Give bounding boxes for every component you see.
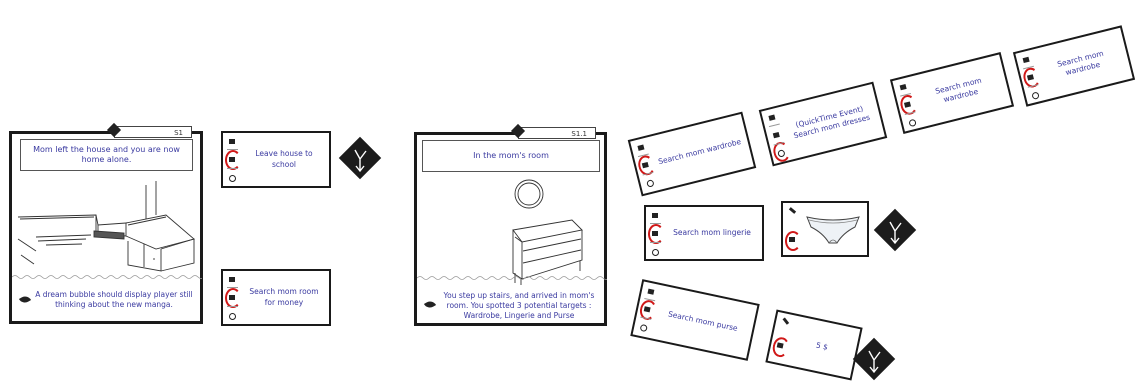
choice-label: Search mom lingerie (668, 207, 756, 259)
choice-search-wardrobe-3[interactable]: Search mom wardrobe (1013, 25, 1135, 106)
card-id-tag: S1.1 (518, 127, 596, 139)
underwear-icon (803, 213, 863, 247)
choice-label: Search mom purse (654, 286, 751, 357)
choice-search-money[interactable]: Search mom room for money (221, 269, 331, 326)
branch-arrow-icon (885, 219, 907, 247)
tag-icon (107, 123, 121, 137)
card-header: In the mom's room (422, 140, 600, 172)
divider-line (769, 123, 780, 127)
divider-line (650, 242, 661, 243)
choice-search-lingerie[interactable]: Search mom lingerie (644, 205, 764, 261)
money-amount: 5 $ (789, 316, 854, 377)
story-card-2[interactable]: S1.1 In the mom's room You step up stair… (414, 132, 607, 326)
choice-search-wardrobe-2[interactable]: Search mom wardrobe (890, 52, 1014, 134)
highlight-circle (771, 336, 791, 359)
gear-icon (646, 179, 654, 187)
choice-search-wardrobe-1[interactable]: Search mom wardrobe (628, 112, 757, 197)
item-card-lingerie[interactable] (781, 201, 869, 257)
flag-icon (652, 213, 658, 218)
card-id-tag: S1 (114, 126, 192, 138)
choice-label: Search mom wardrobe (1037, 29, 1127, 99)
choice-label: Search mom wardrobe (652, 115, 749, 188)
card-id: S1.1 (571, 130, 587, 138)
branch-arrow-icon (350, 147, 372, 175)
flag-icon (900, 84, 907, 90)
gear-icon (908, 119, 916, 127)
gear-icon (652, 249, 659, 256)
choice-label: Leave house to school (245, 133, 323, 186)
flag-icon (647, 289, 654, 295)
tag-icon (511, 124, 525, 138)
highlight-circle (225, 288, 241, 308)
choice-quicktime-dresses[interactable]: (QuickTime Event) Search mom dresses (759, 82, 888, 167)
highlight-circle (785, 231, 801, 251)
story-card-1[interactable]: S1 Mom left the house and you are now ho… (9, 131, 203, 324)
flag-icon (637, 145, 644, 151)
leaf-icon (424, 299, 436, 310)
highlight-circle (225, 150, 241, 170)
leaf-icon (19, 294, 31, 305)
choice-label: Search mom room for money (245, 271, 323, 324)
choice-label: Search mom wardrobe (914, 56, 1006, 126)
divider-line (227, 168, 238, 169)
choice-label: (QuickTime Event) Search mom dresses (783, 85, 880, 158)
flag-icon (229, 139, 235, 144)
gear-icon (229, 313, 236, 320)
scene-sketch (16, 179, 196, 279)
divider-line (227, 306, 238, 307)
choice-leave-house[interactable]: Leave house to school (221, 131, 331, 188)
card-header: Mom left the house and you are now home … (20, 139, 193, 171)
divider-wave (417, 275, 607, 281)
scene-sketch (477, 175, 597, 285)
gear-icon (1031, 91, 1039, 99)
item-card-money[interactable]: 5 $ (765, 309, 862, 380)
card-footer: A dream bubble should display player sti… (34, 290, 194, 310)
divider-wave (12, 274, 202, 280)
flag-icon (1023, 57, 1030, 63)
branch-arrow-icon (864, 348, 886, 376)
flag-icon (768, 115, 775, 121)
gear-icon (640, 324, 648, 332)
card-footer: You step up stairs, and arrived in mom's… (439, 291, 599, 320)
flag-icon (229, 277, 235, 282)
wrench-icon (789, 207, 796, 214)
highlight-circle (648, 224, 664, 244)
wrench-icon (783, 317, 790, 324)
inventory-icon (773, 132, 780, 138)
choice-search-purse[interactable]: Search mom purse (630, 279, 759, 361)
gear-icon (229, 175, 236, 182)
card-id: S1 (174, 129, 183, 137)
